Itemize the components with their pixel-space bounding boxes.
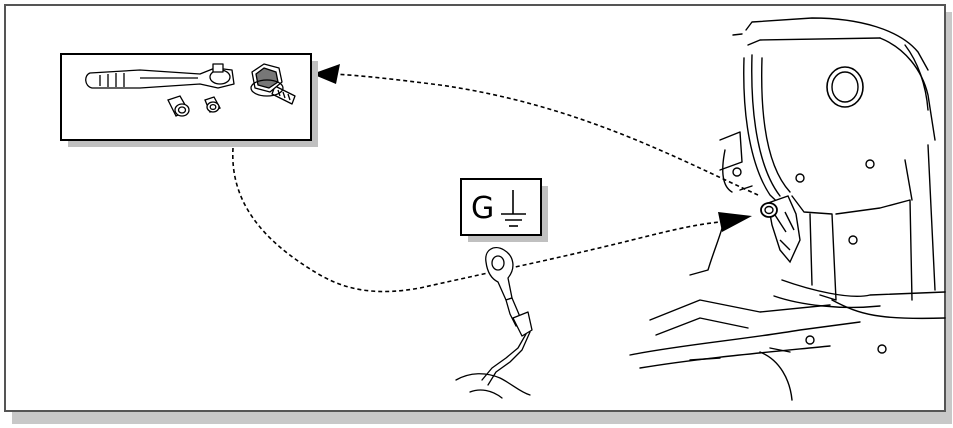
arrow-to-tools [312,64,759,196]
ratchet-wrench-icon [85,63,235,89]
engine-block-outline [629,17,946,401]
ground-terminal-icon [455,247,533,399]
socket-small-icon [204,96,221,113]
tool-callout-box [60,53,318,147]
mounting-stud [760,195,801,264]
ground-badge-letter: G [471,191,494,226]
ground-badge: G [460,178,548,242]
arrow-to-stud [232,147,752,293]
ground-symbol-icon [501,190,526,227]
socket-icon [167,95,190,117]
flange-bolt-icon [250,63,296,105]
